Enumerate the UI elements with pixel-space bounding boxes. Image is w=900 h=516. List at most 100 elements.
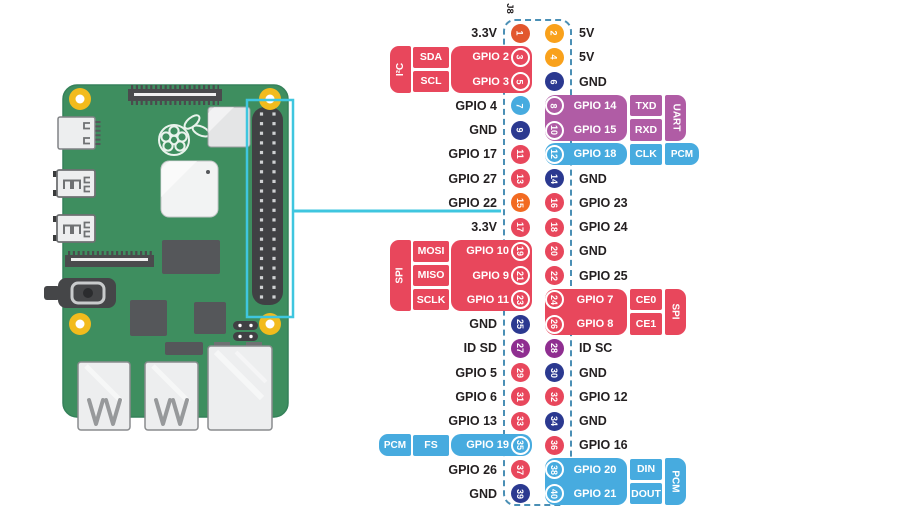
pin-24-label: GPIO 7 xyxy=(576,293,614,306)
pin-35-label: GPIO 19 xyxy=(466,439,509,452)
connector-label-j8: J8 xyxy=(503,3,515,14)
pin-36-circle: 36 xyxy=(544,435,564,455)
pin-3-label: GPIO 2 xyxy=(472,51,509,64)
pin-15-label: GPIO 22 xyxy=(448,195,497,210)
chip xyxy=(130,300,167,336)
pin-1-circle: 1 xyxy=(510,23,530,43)
block-pcm-clk-sub-clk: CLK xyxy=(630,143,662,165)
pin-39-label: GND xyxy=(469,486,497,501)
wireless-module xyxy=(207,106,251,148)
block-i2c-group-label: I²C xyxy=(390,46,411,93)
pin-11-circle: 11 xyxy=(510,144,530,164)
pin-4-label: 5V xyxy=(579,50,595,65)
pin-13-label: GPIO 27 xyxy=(448,171,497,186)
pin-34-circle: 34 xyxy=(544,411,564,431)
block-spi-main-sub-sclk: SCLK xyxy=(413,289,449,311)
pin-16-label: GPIO 23 xyxy=(579,195,628,210)
pin-30-label: GND xyxy=(579,365,607,380)
pin-38-label: GPIO 20 xyxy=(573,463,617,476)
pin-29-circle: 29 xyxy=(510,363,530,382)
camera-connector xyxy=(128,85,222,105)
block-spi-main-group-label: SPI xyxy=(390,240,411,311)
pin-17-circle: 17 xyxy=(510,217,530,237)
pin-12-circle: 12 xyxy=(544,144,564,164)
pin-22-circle: 22 xyxy=(544,266,564,285)
pin-5-circle: 5 xyxy=(510,72,530,91)
pin-7-circle: 7 xyxy=(510,96,530,116)
pin-25-circle: 25 xyxy=(510,314,530,334)
block-spi-ce-sub-ce0: CE0 xyxy=(630,289,662,311)
pin-29-label: GPIO 5 xyxy=(455,365,497,380)
pin-21-label: GPIO 9 xyxy=(472,269,509,282)
pin-1-label: 3.3V xyxy=(471,26,497,40)
pin-14-label: GND xyxy=(579,171,607,186)
chip xyxy=(165,342,203,355)
block-uart-sub-txd: TXD xyxy=(630,95,662,117)
pin-6-circle: 6 xyxy=(544,72,564,91)
pin-3-circle: 3 xyxy=(510,47,530,67)
micro-hdmi-port-1 xyxy=(53,214,96,243)
pin-35-circle: 35 xyxy=(510,435,530,455)
pin-16-circle: 16 xyxy=(544,193,564,213)
pin-21-circle: 21 xyxy=(510,266,530,285)
pin-27-circle: 27 xyxy=(510,338,530,358)
pin-33-circle: 33 xyxy=(510,411,530,431)
pin-12-label: GPIO 18 xyxy=(573,148,617,161)
pin-8-circle: 8 xyxy=(544,96,564,116)
pin-19-circle: 19 xyxy=(510,241,530,261)
pin-31-label: GPIO 6 xyxy=(455,389,497,404)
pin-28-label: ID SC xyxy=(579,341,613,356)
pin-6-label: GND xyxy=(579,74,607,89)
block-pcm-clk xyxy=(545,143,627,166)
block-pcm-data-sub-dout: DOUT xyxy=(630,483,662,505)
pin-18-circle: 18 xyxy=(544,217,564,237)
pin-32-circle: 32 xyxy=(544,387,564,407)
pin-37-circle: 37 xyxy=(510,460,530,479)
block-uart-group-label: UART xyxy=(665,94,686,142)
pin-25-label: GND xyxy=(469,317,497,331)
gpio-highlight-callout xyxy=(245,98,501,319)
pin-13-circle: 13 xyxy=(510,169,530,188)
block-i2c-sub-sda: SDA xyxy=(413,46,449,68)
block-pcm-fs-group-label: PCM xyxy=(379,434,411,457)
usb-port-stack-0 xyxy=(77,361,131,431)
pin-26-label: GPIO 8 xyxy=(576,318,614,330)
jumper-header xyxy=(233,321,258,341)
block-pcm-clk-group-label: PCM xyxy=(665,143,699,166)
pin-33-label: GPIO 13 xyxy=(448,414,497,428)
pin-36-label: GPIO 16 xyxy=(579,438,628,453)
pin-4-circle: 4 xyxy=(544,47,564,67)
block-spi-main-sub-miso: MISO xyxy=(413,264,449,287)
cpu-chip xyxy=(160,160,219,218)
pin-10-circle: 10 xyxy=(544,120,564,140)
block-uart-sub-rxd: RXD xyxy=(630,119,662,141)
block-spi-ce-sub-ce1: CE1 xyxy=(630,313,662,335)
pin-39-circle: 39 xyxy=(510,484,530,504)
pin-11-label: GPIO 17 xyxy=(448,147,497,162)
pin-20-circle: 20 xyxy=(544,241,564,261)
ethernet-port xyxy=(207,342,273,431)
pin-22-label: GPIO 25 xyxy=(579,268,628,283)
pin-31-circle: 31 xyxy=(510,387,530,407)
pin-40-label: GPIO 21 xyxy=(573,487,617,500)
memory-chip xyxy=(162,240,220,274)
pin-40-circle: 40 xyxy=(544,484,564,504)
pin-38-circle: 38 xyxy=(544,460,564,479)
pin-23-label: GPIO 11 xyxy=(466,293,509,306)
pin-18-label: GPIO 24 xyxy=(579,220,628,234)
pin-37-label: GPIO 26 xyxy=(448,462,497,477)
pin-24-circle: 24 xyxy=(544,290,564,310)
pin-30-circle: 30 xyxy=(544,363,564,382)
pin-28-circle: 28 xyxy=(544,338,564,358)
chip xyxy=(194,302,226,334)
block-pcm-data-sub-din: DIN xyxy=(630,458,662,481)
pin-23-circle: 23 xyxy=(510,290,530,310)
pin-7-label: GPIO 4 xyxy=(455,98,497,113)
pin-32-label: GPIO 12 xyxy=(579,389,628,404)
pin-9-label: GND xyxy=(469,123,497,137)
block-spi-ce-group-label: SPI xyxy=(665,288,686,336)
pin-19-label: GPIO 10 xyxy=(466,245,509,258)
block-pcm-fs-sub-fs: FS xyxy=(413,434,449,456)
